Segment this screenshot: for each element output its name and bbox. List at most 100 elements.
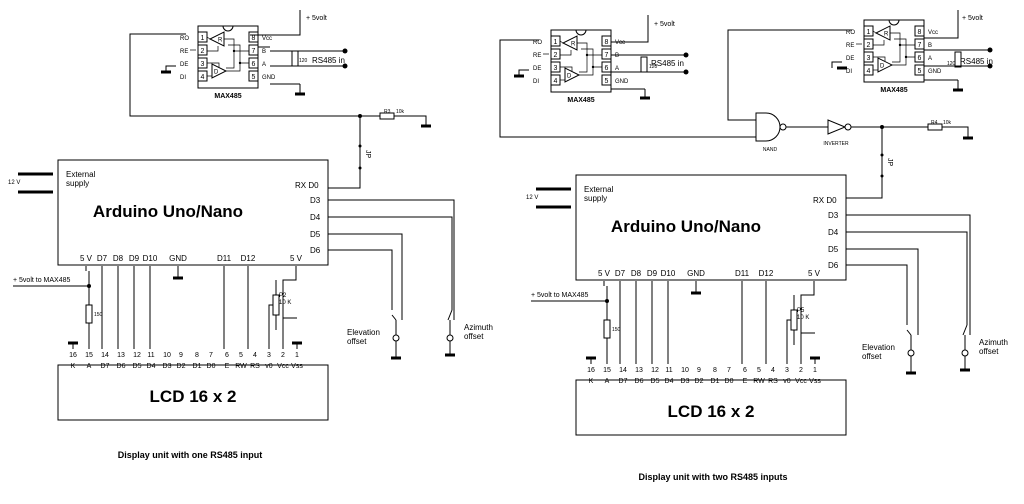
lcd-pin-name: RS <box>768 378 778 385</box>
lcd-pin-name: Vss <box>809 378 821 385</box>
receiver-label: R <box>218 38 223 44</box>
lcd-pin-number: 9 <box>697 367 701 374</box>
pin-number: 5 <box>918 68 922 75</box>
rx-d0-label: RX D0 <box>813 196 837 205</box>
pin-number: 2 <box>554 52 558 59</box>
lcd-pin-number: 5 <box>757 367 761 374</box>
wire <box>611 15 649 43</box>
lcd-pin-number: 4 <box>771 367 775 374</box>
pin-number: 7 <box>252 48 256 55</box>
rs485-terminal <box>987 63 993 69</box>
lcd-pin-name: D1 <box>193 363 202 370</box>
elevation-offset-label: offset <box>347 337 367 346</box>
lcd-pin-number: 7 <box>727 367 731 374</box>
internal-wire <box>873 56 886 61</box>
azimuth-offset-label: offset <box>979 347 999 356</box>
pin-label: GND <box>615 79 629 85</box>
vcc-wire <box>282 266 297 349</box>
lcd-pin-name: Vss <box>291 363 303 370</box>
pin-box <box>863 38 874 50</box>
lcd-pin-name: D7 <box>101 363 110 370</box>
wire <box>846 231 968 325</box>
resistor-value: 150 <box>612 327 621 333</box>
pin-box <box>914 38 925 50</box>
chip-name: MAX485 <box>880 87 907 94</box>
lcd-pin-number: 8 <box>195 352 199 359</box>
pin-label: RO <box>533 40 542 46</box>
supply-label: + 5volt <box>962 15 983 22</box>
pushbutton-azimuth <box>446 334 454 342</box>
arduino-pin-label: 5 V <box>80 254 93 263</box>
external-supply-label: External <box>584 185 614 194</box>
internal-dot <box>898 43 902 47</box>
pin-box <box>248 31 259 43</box>
arduino-pin-label: GND <box>169 254 187 263</box>
pin-number: 4 <box>201 74 205 81</box>
internal-wire <box>560 66 573 71</box>
arduino-board-right <box>575 174 847 281</box>
lcd-pin-name: D2 <box>177 363 186 370</box>
wire <box>328 216 453 310</box>
nand-label: NAND <box>763 147 778 153</box>
lcd-pin-number: 10 <box>681 367 689 374</box>
pin-label: A <box>928 56 932 62</box>
wire <box>831 61 842 68</box>
internal-wire <box>226 51 235 69</box>
lcd-pin-number: 11 <box>665 367 672 374</box>
lcd-pin-name: D3 <box>681 378 690 385</box>
resistor-value: 120 <box>299 58 308 64</box>
wire <box>328 233 403 310</box>
lcd-pin-name: D6 <box>117 363 126 370</box>
arduino-pin-label: D7 <box>97 254 108 263</box>
pin-box <box>248 70 259 82</box>
arduino-pin-label: D9 <box>129 254 140 263</box>
jumper-label: JP <box>364 150 371 159</box>
pin-label: A <box>615 66 619 72</box>
internal-wire <box>892 45 901 63</box>
lcd-pin-name: K <box>71 363 76 370</box>
pin-number: 6 <box>605 65 609 72</box>
rs485-terminal <box>342 48 348 54</box>
pin-label: RE <box>180 49 188 55</box>
5v-to-max485-label: + 5volt to MAX485 <box>13 277 71 284</box>
resistor-value: 120 <box>947 61 956 67</box>
internal-dot <box>904 55 908 59</box>
lcd-display-right <box>575 379 847 436</box>
pushbutton-elevation <box>392 334 400 342</box>
internal-wire <box>228 44 249 64</box>
chip-name: MAX485 <box>214 93 241 100</box>
pin-number: 8 <box>918 29 922 36</box>
driver-buffer <box>211 63 228 79</box>
internal-wire <box>206 36 211 40</box>
pin-number: 8 <box>605 39 609 46</box>
wire <box>846 214 971 325</box>
arduino-title: Arduino Uno/Nano <box>93 202 243 221</box>
pin-label: DE <box>846 56 854 62</box>
pin-label: RE <box>846 43 854 49</box>
pin-box <box>914 64 925 76</box>
lcd-pin-name: v0 <box>265 363 273 370</box>
pin-label: DI <box>533 79 539 85</box>
elevation-offset-label: Elevation <box>862 343 895 352</box>
pot-value: 10 K <box>797 315 809 321</box>
max485-body <box>550 29 612 93</box>
lcd-pin-name: D4 <box>147 363 156 370</box>
lcd-pin-number: 13 <box>117 352 125 359</box>
wire <box>328 199 455 310</box>
pot-label: P5 <box>797 308 805 314</box>
lcd-pin-number: 14 <box>619 367 627 374</box>
arduino-pin-label: 5 V <box>290 254 303 263</box>
pin-number: 2 <box>201 48 205 55</box>
pushbutton-azimuth <box>961 349 969 357</box>
lcd-pin-name: D5 <box>651 378 660 385</box>
wiper-wire <box>268 304 273 349</box>
lcd-pin-number: 3 <box>785 367 789 374</box>
rs485-terminal <box>683 52 689 58</box>
arduino-pin-label: 5 V <box>808 269 821 278</box>
resistor-value: 150 <box>94 312 103 318</box>
elevation-offset-label: Elevation <box>347 328 380 337</box>
pin-number: 3 <box>554 65 558 72</box>
pin-label: DI <box>180 75 186 81</box>
lcd-pin-name: A <box>87 363 92 370</box>
pin-number: 5 <box>252 74 256 81</box>
